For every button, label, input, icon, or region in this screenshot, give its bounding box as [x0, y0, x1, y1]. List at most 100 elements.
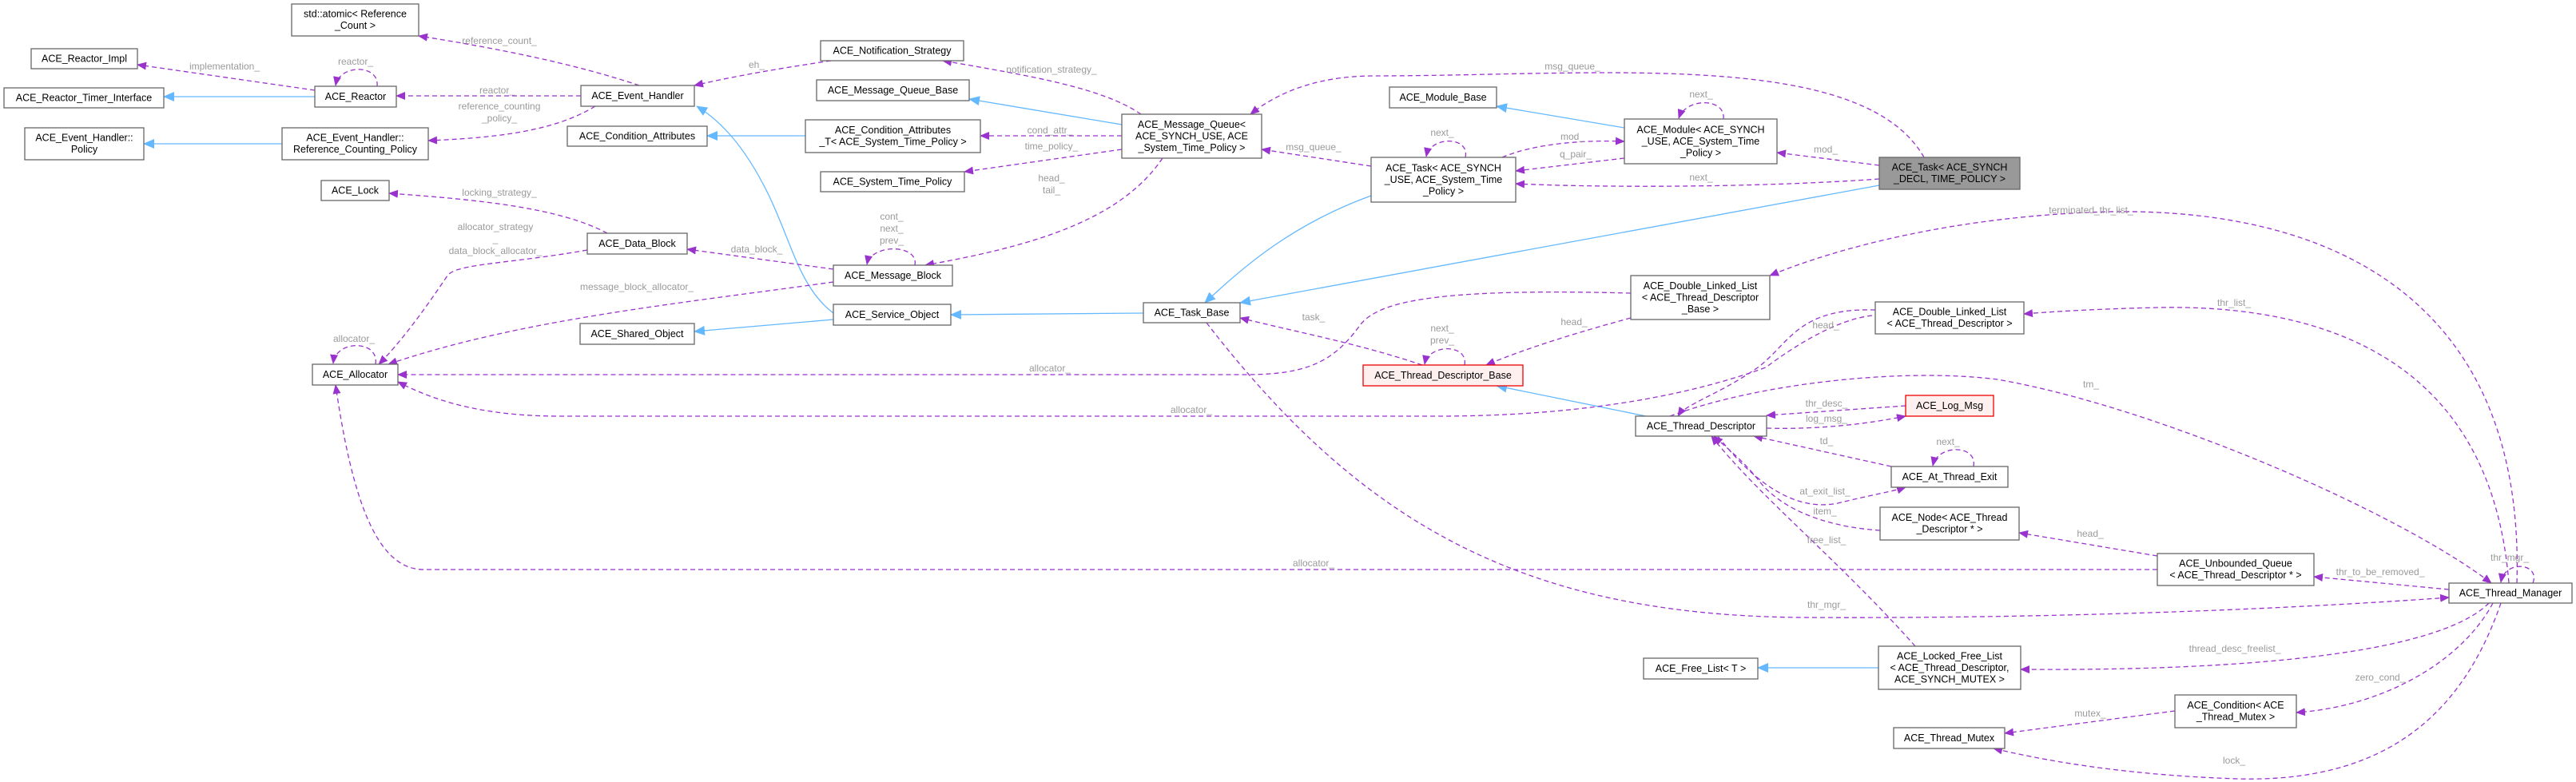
edge-label: thr_to_be_removed_: [2336, 566, 2425, 578]
class-name: ACE_Condition_Attributes: [579, 130, 695, 141]
member-edge-mq-to-stp: [964, 149, 1123, 175]
class-node-cond-attrs[interactable]: ACE_Condition_Attributes: [566, 125, 708, 147]
class-node-task-base[interactable]: ACE_Task_Base: [1143, 302, 1241, 324]
class-node-uq[interactable]: ACE_Unbounded_Queue< ACE_Thread_Descript…: [2157, 553, 2315, 586]
edge-label-line: thr_mgr_: [1807, 599, 1846, 610]
class-node-msg-block[interactable]: ACE_Message_Block: [833, 264, 953, 287]
edge-label-line: msg_queue_: [1544, 61, 1600, 72]
edge-label-line: next_: [1430, 127, 1454, 138]
class-box: [1624, 118, 1778, 165]
class-node-reactor-impl[interactable]: ACE_Reactor_Impl: [30, 48, 138, 69]
class-name-line: _DECL, TIME_POLICY >: [1893, 173, 2006, 185]
class-node-eh-policy[interactable]: ACE_Event_Handler::Policy: [24, 127, 145, 161]
class-node-mutex[interactable]: ACE_Thread_Mutex: [1893, 727, 2006, 749]
member-edge-tdb-to-task_base: [1239, 316, 1423, 366]
class-node-at-exit[interactable]: ACE_At_Thread_Exit: [1890, 466, 2009, 488]
edge-label: allocator_: [333, 333, 375, 344]
class-name-line: ACE_At_Thread_Exit: [1902, 471, 1998, 482]
edge-label-line: allocator_strategy: [458, 221, 534, 232]
class-name: ACE_Thread_Manager: [2459, 587, 2562, 598]
class-node-reactor-timer[interactable]: ACE_Reactor_Timer_Interface: [3, 87, 165, 109]
class-node-service-obj[interactable]: ACE_Service_Object: [833, 304, 952, 326]
edge-label: cont_next_prev_: [880, 211, 904, 246]
class-name-line: ACE_Reactor_Timer_Interface: [16, 92, 152, 103]
class-name-line: ACE_Condition< ACE: [2187, 700, 2284, 711]
class-node-data-block[interactable]: ACE_Data_Block: [586, 232, 688, 255]
class-node-dll-td[interactable]: ACE_Double_Linked_List< ACE_Thread_Descr…: [1874, 301, 2025, 335]
class-node-free-list[interactable]: ACE_Free_List< T >: [1643, 657, 1759, 680]
class-name: ACE_Reactor_Impl: [42, 53, 127, 64]
edge-label-line: terminated_thr_list_: [2049, 204, 2133, 216]
class-node-mq[interactable]: ACE_Message_Queue<ACE_SYNCH_USE, ACE_Sys…: [1121, 113, 1262, 159]
class-name: ACE_Module< ACE_SYNCH_USE, ACE_System_Ti…: [1636, 124, 1764, 158]
class-node-stp[interactable]: ACE_System_Time_Policy: [820, 171, 965, 193]
class-node-reactor[interactable]: ACE_Reactor: [314, 85, 397, 108]
edge-label: allocator_strategy_data_block_allocator_: [449, 221, 543, 256]
class-node-event-handler[interactable]: ACE_Event_Handler: [580, 85, 695, 107]
class-node-shared-object[interactable]: ACE_Shared_Object: [579, 323, 695, 345]
edge-label-line: td_: [1820, 435, 1834, 447]
class-name: ACE_Double_Linked_List< ACE_Thread_Descr…: [1642, 280, 1759, 315]
class-box: [281, 127, 429, 161]
class-node-ref-policy[interactable]: ACE_Event_Handler::Reference_Counting_Po…: [281, 127, 429, 161]
class-node-module[interactable]: ACE_Module< ACE_SYNCH_USE, ACE_System_Ti…: [1624, 118, 1778, 165]
class-name-line: ACE_Data_Block: [598, 238, 676, 249]
member-edge-module-to-task_use: [1515, 157, 1625, 174]
class-node-atomic[interactable]: std::atomic< Reference_Count >: [291, 3, 419, 37]
class-node-mqbase[interactable]: ACE_Message_Queue_Base: [816, 79, 970, 101]
class-name-line: ACE_Module_Base: [1399, 92, 1486, 103]
member-edge-task_decl-to-module: [1776, 149, 1880, 166]
edge-label-line: msg_queue_: [1286, 141, 1342, 153]
class-node-node[interactable]: ACE_Node< ACE_Thread_Descriptor * >: [1879, 506, 2020, 541]
class-name-line: _Count >: [334, 20, 376, 31]
class-name: ACE_Double_Linked_List< ACE_Thread_Descr…: [1886, 307, 2012, 330]
class-node-log-msg[interactable]: ACE_Log_Msg: [1905, 395, 1994, 417]
class-name: ACE_Data_Block: [598, 238, 676, 249]
member-edge-tm-to-mutex: [1993, 602, 2502, 780]
edge-label-line: locking_strategy_: [462, 187, 537, 198]
member-edge-module-to-module: [1677, 102, 1724, 120]
member-edge-tdb-to-tdb: [1422, 348, 1465, 366]
class-node-lock[interactable]: ACE_Lock: [320, 180, 390, 201]
class-name: ACE_Message_Queue<ACE_SYNCH_USE, ACE_Sys…: [1135, 119, 1248, 153]
class-node-tdb[interactable]: ACE_Thread_Descriptor_Base: [1362, 364, 1524, 387]
class-node-lfl[interactable]: ACE_Locked_Free_List< ACE_Thread_Descrip…: [1878, 645, 2021, 690]
class-node-td[interactable]: ACE_Thread_Descriptor: [1635, 415, 1767, 437]
class-node-dll-tdb[interactable]: ACE_Double_Linked_List< ACE_Thread_Descr…: [1630, 275, 1771, 320]
class-box: [1905, 395, 1994, 417]
inheritance-edge-task_decl-to-task_base: [1239, 185, 1880, 306]
class-node-cond[interactable]: ACE_Condition< ACE_Thread_Mutex >: [2174, 694, 2297, 728]
edge-label: allocator_: [1293, 558, 1334, 569]
class-node-task-decl[interactable]: ACE_Task< ACE_SYNCH_DECL, TIME_POLICY >: [1878, 157, 2021, 190]
class-node-notif[interactable]: ACE_Notification_Strategy: [820, 40, 964, 62]
class-name: ACE_Event_Handler::Policy: [35, 133, 133, 156]
edge-label-line: reference_count_: [462, 35, 537, 46]
class-node-module-base[interactable]: ACE_Module_Base: [1389, 86, 1497, 109]
class-name-line: ACE_Double_Linked_List: [1893, 307, 2007, 318]
member-edge-reactor-to-reactor_impl: [137, 62, 316, 91]
class-name: ACE_Task< ACE_SYNCH_DECL, TIME_POLICY >: [1892, 162, 2008, 185]
class-name-line: _Policy >: [1422, 185, 1464, 196]
member-edge-tm-to-dll_td: [2023, 307, 2510, 584]
node-layer: std::atomic< Reference_Count >ACE_Reacto…: [3, 3, 2573, 749]
class-node-task-use[interactable]: ACE_Task< ACE_SYNCH_USE, ACE_System_Time…: [1370, 157, 1517, 203]
class-name: ACE_Condition_Attributes_T< ACE_System_T…: [818, 125, 966, 148]
edge-label: notification_strategy_: [1006, 64, 1097, 75]
class-node-cond-attr-t[interactable]: ACE_Condition_Attributes_T< ACE_System_T…: [805, 119, 981, 153]
member-edge-allocator-to-allocator: [330, 345, 376, 365]
edge-label-line: reactor_: [338, 56, 373, 67]
class-name-line: ACE_Reactor: [325, 91, 386, 102]
class-name-line: ACE_Message_Block: [845, 270, 942, 281]
edge-label: reactor_: [338, 56, 373, 67]
class-name-line: ACE_Node< ACE_Thread: [1892, 512, 2008, 523]
class-box: [30, 48, 138, 69]
edge-label-line: at_exit_list_: [1799, 486, 1851, 497]
edge-label: mutex_: [2074, 708, 2106, 719]
member-edge-mq-to-msg_block: [924, 157, 1163, 268]
edge-label-line: cont_: [880, 211, 904, 222]
edge-label-line: mod_: [1814, 144, 1838, 155]
class-name: ACE_Message_Block: [845, 270, 942, 281]
member-edge-log_msg-to-td: [1766, 405, 1906, 419]
class-node-allocator[interactable]: ACE_Allocator: [312, 363, 399, 386]
class-node-tm[interactable]: ACE_Thread_Manager: [2448, 582, 2573, 604]
